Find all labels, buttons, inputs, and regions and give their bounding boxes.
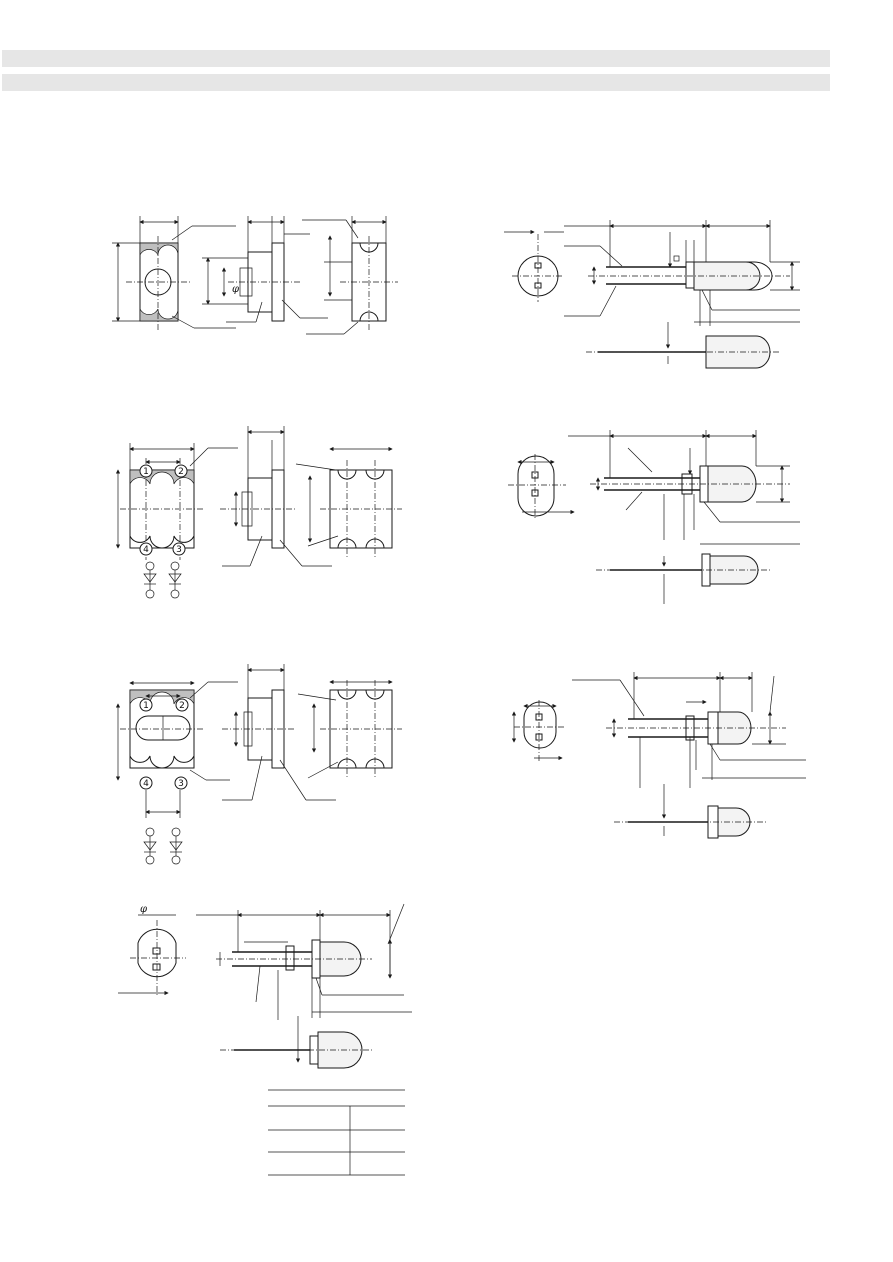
pin-number-1: 1: [143, 467, 149, 477]
diameter-symbol-bottom: φ: [140, 904, 147, 915]
dimension-table: [268, 1089, 405, 1176]
figure-smd-single: φ: [112, 216, 398, 335]
figure-small-led: [511, 672, 806, 839]
header-band-top: [2, 50, 830, 67]
diode-symbols-lower: [143, 827, 183, 865]
figure-radial-led-bottom: φ: [118, 903, 412, 1069]
pin-number-2: 2: [178, 467, 184, 477]
pin-marker-3b: [174, 776, 188, 790]
pin-marker-2b: [175, 698, 189, 712]
pin-number-4: 4: [143, 545, 149, 555]
diode-symbols: [143, 561, 182, 599]
figure-radial-led-top: [504, 220, 800, 369]
pin-marker-3: [172, 542, 186, 556]
diameter-symbol: φ: [232, 284, 239, 295]
pin-marker-4b: [139, 776, 153, 790]
figure-smd-dual: 1 2 4 3: [115, 426, 402, 599]
pin-marker-1b: [139, 698, 153, 712]
header-band-bottom: [2, 74, 830, 91]
pin-number-4b: 4: [143, 779, 149, 789]
pin-number-3b: 3: [178, 779, 184, 789]
figure-smd-dual-lens: 1 2 4 3: [115, 664, 402, 865]
pin-number-3: 3: [176, 545, 182, 555]
figure-flanged-led: [508, 430, 800, 604]
pin-marker-4: [139, 542, 153, 556]
pin-marker-1: [139, 464, 153, 478]
pin-marker-2: [174, 464, 188, 478]
pin-number-2b: 2: [179, 701, 185, 711]
pin-number-1b: 1: [143, 701, 149, 711]
